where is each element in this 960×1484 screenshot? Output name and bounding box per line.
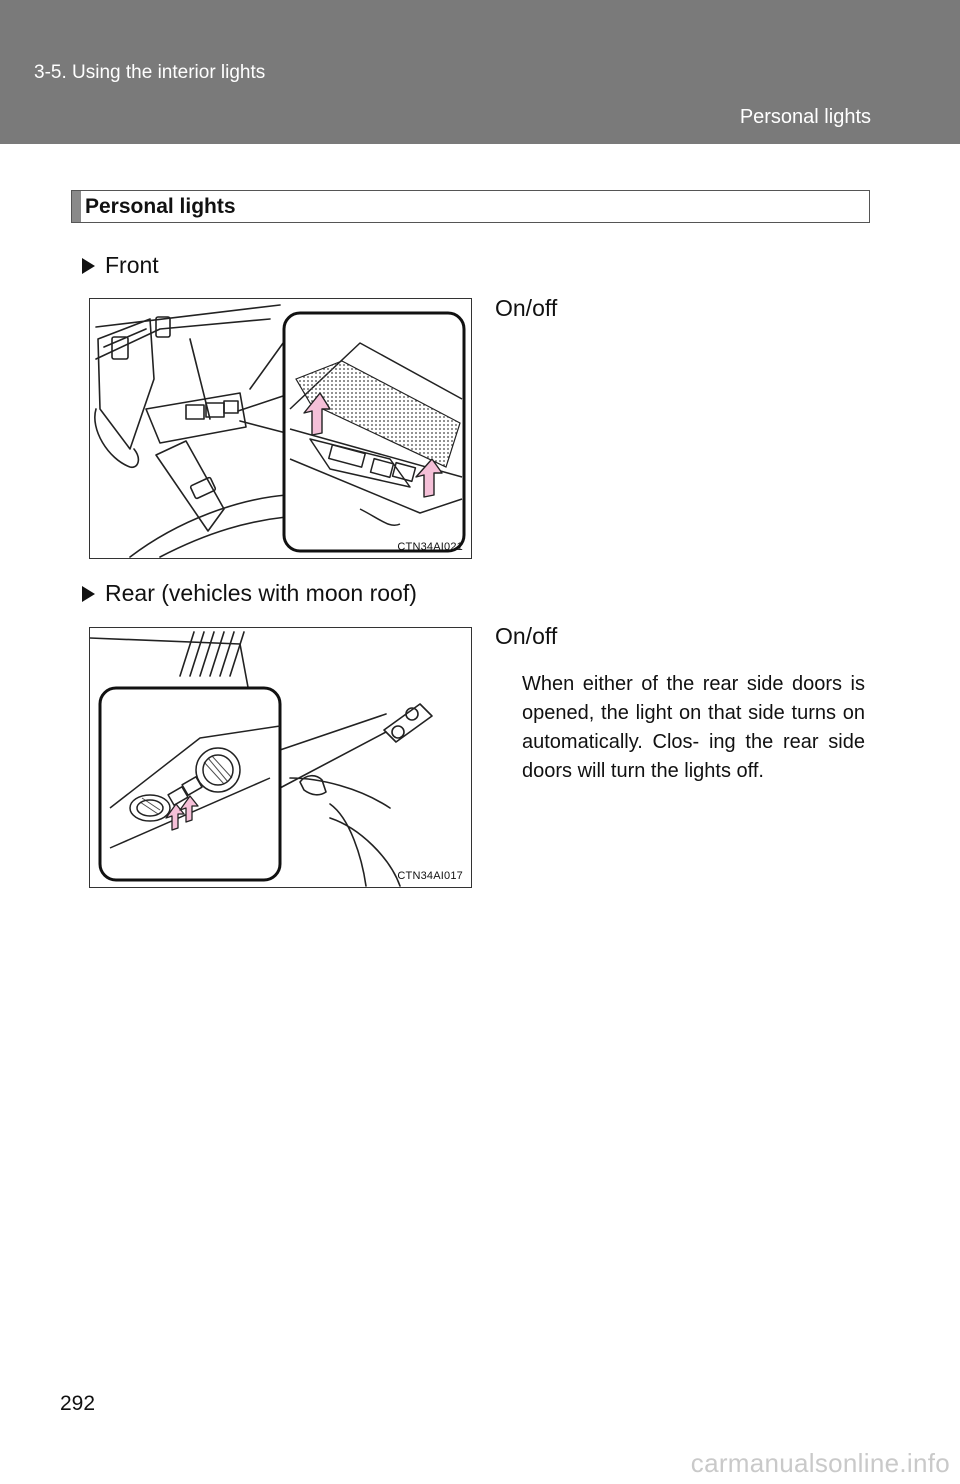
page-number: 292 [60, 1392, 96, 1415]
front-caption: On/off [495, 295, 558, 321]
rear-heading: Rear (vehicles with moon roof) [82, 580, 417, 607]
rear-illustration: CTN34AI017 [89, 627, 472, 888]
front-heading-label: Front [105, 252, 159, 278]
front-overhead-console-drawing [94, 304, 466, 558]
header-topic-title: Personal lights [739, 106, 871, 128]
front-figure-code: CTN34AI021 [397, 541, 463, 553]
pointer-triangle-icon [82, 586, 95, 602]
site-watermark: carmanualsonline.info [690, 1448, 950, 1478]
header-band: 3-5. Using the interior lights Personal … [0, 0, 960, 144]
rear-heading-label: Rear (vehicles with moon roof) [105, 580, 417, 606]
section-title: Personal lights [85, 195, 236, 218]
section-heading-bar [72, 191, 81, 222]
front-illustration: CTN34AI021 [89, 298, 472, 559]
pointer-triangle-icon [82, 258, 95, 274]
section-heading-box: Personal lights [71, 190, 870, 223]
header-section-title: 3-5. Using the interior lights [34, 62, 266, 83]
rear-figure-code: CTN34AI017 [397, 870, 463, 882]
rear-caption: On/off [495, 623, 558, 649]
front-heading: Front [82, 252, 159, 279]
rear-personal-light-drawing [90, 631, 433, 887]
rear-note-paragraph: When either of the rear side doors is op… [522, 673, 865, 782]
